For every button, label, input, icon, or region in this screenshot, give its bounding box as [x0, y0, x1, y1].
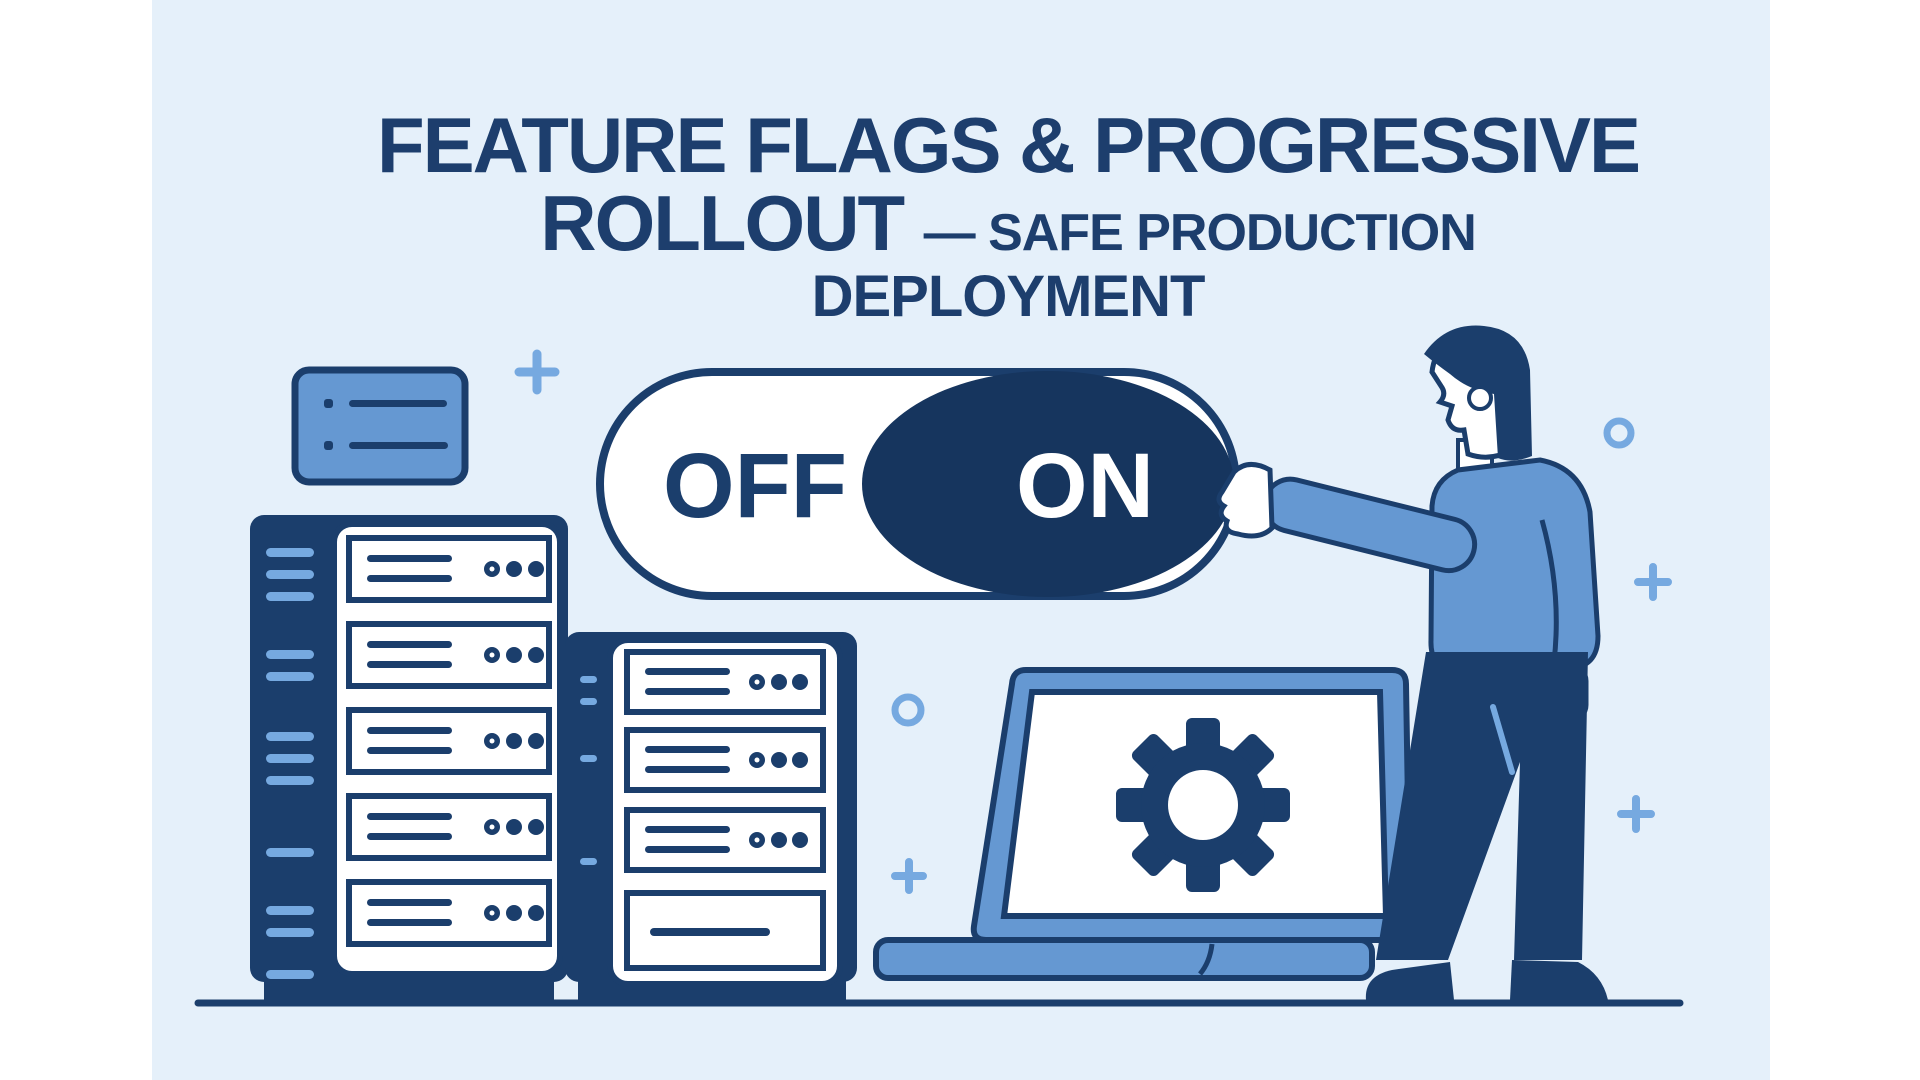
card-led-dot [324, 441, 333, 450]
decorations [514, 349, 1672, 894]
laptop [873, 667, 1414, 981]
server-rack-right [565, 632, 857, 1003]
rack-vents [580, 676, 597, 865]
person-shoe [1510, 960, 1608, 1000]
laptop-base [873, 937, 1375, 981]
person [1216, 325, 1608, 1000]
card-led-dot [324, 399, 333, 408]
laptop-base-notch [1198, 943, 1215, 976]
person-arm-seam [1539, 519, 1559, 663]
plus-icon [891, 858, 927, 894]
page-title: FEATURE FLAGS & PROGRESSIVE ROLLOUT — SA… [377, 101, 1641, 329]
toggle-off-label: OFF [663, 435, 847, 537]
person-ear [1467, 385, 1493, 411]
server-unit [624, 727, 826, 793]
title-line-1: FEATURE FLAGS & PROGRESSIVE [377, 101, 1639, 189]
rack-vents [266, 548, 314, 979]
server-unit [346, 879, 552, 947]
ring-icon [891, 693, 925, 727]
ring-icon [1603, 417, 1635, 449]
plus-icon [1617, 795, 1655, 833]
server-units-right [624, 649, 826, 971]
feature-toggle[interactable]: OFF ON [596, 368, 1240, 600]
title-line-3: DEPLOYMENT [812, 264, 1205, 329]
person-hand [1216, 462, 1275, 539]
pants-accent-line [1490, 704, 1515, 775]
plus-icon [1634, 563, 1672, 601]
person-shoe [1365, 962, 1454, 1000]
person-pants [1376, 652, 1588, 960]
server-unit [346, 535, 552, 603]
card-line [349, 400, 447, 407]
gear-icon [1116, 718, 1290, 892]
server-units-left [346, 535, 552, 947]
server-unit [346, 621, 552, 689]
server-rack-left [250, 515, 568, 1003]
server-unit [624, 807, 826, 873]
plus-icon [514, 349, 560, 395]
card-line [349, 442, 448, 449]
server-unit-blank [624, 890, 826, 971]
toggle-knob[interactable] [862, 371, 1234, 597]
toggle-on-label: ON [1016, 435, 1154, 537]
server-unit [624, 649, 826, 715]
server-unit [346, 793, 552, 861]
server-unit [346, 707, 552, 775]
server-card [291, 366, 469, 486]
server-card-body [291, 366, 469, 486]
title-line-2: ROLLOUT — SAFE PRODUCTION [540, 179, 1476, 267]
person-hair [1424, 325, 1532, 461]
